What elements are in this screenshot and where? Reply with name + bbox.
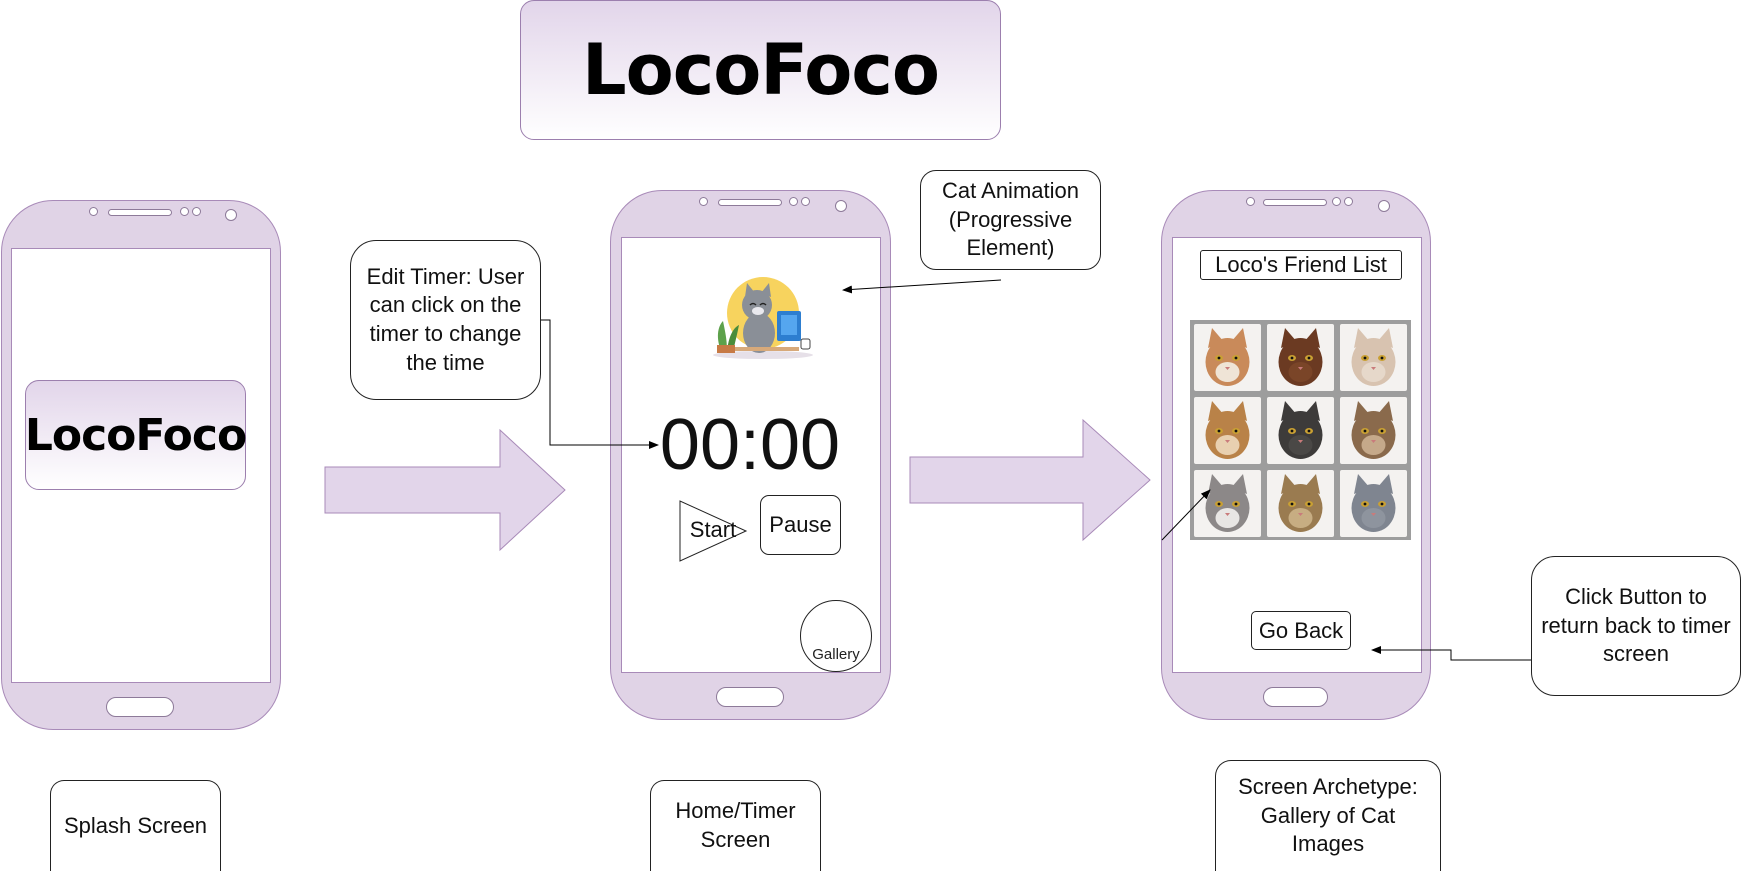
phone-sensor-dot — [801, 197, 810, 206]
cat-animation-connector — [842, 279, 1002, 294]
timer-screen-caption: Home/Timer Screen — [650, 780, 821, 871]
edit-timer-connector — [541, 319, 659, 449]
phone-home-button — [716, 687, 784, 707]
cat-photo-3[interactable] — [1340, 324, 1407, 391]
gallery-entry-connector — [1161, 489, 1211, 541]
cat-photo-4[interactable] — [1194, 397, 1261, 464]
click-button-connector — [1371, 646, 1531, 661]
phone-sensor-dot — [192, 207, 201, 216]
cat-animation-note: Cat Animation (Progressive Element) — [920, 170, 1101, 270]
phone-speaker — [718, 199, 782, 206]
phone-speaker — [1263, 199, 1327, 206]
cat-photo-1[interactable] — [1194, 324, 1261, 391]
phone-speaker — [108, 209, 172, 216]
phone-sensor-dot — [89, 207, 98, 216]
splash-logo-text: LocoFoco — [24, 409, 247, 461]
flow-arrow — [909, 418, 1151, 542]
phone-home-button — [1263, 687, 1328, 707]
app-title: LocoFoco — [582, 29, 940, 111]
cat-photo-6[interactable] — [1340, 397, 1407, 464]
flow-arrow — [324, 428, 566, 552]
click-button-note: Click Button to return back to timer scr… — [1531, 556, 1741, 696]
cat-photo-9[interactable] — [1340, 470, 1407, 537]
phone-camera — [1378, 200, 1390, 212]
go-back-button[interactable]: Go Back — [1251, 611, 1351, 650]
gallery-button-label: Gallery — [812, 646, 860, 663]
cat-photo-7[interactable] — [1194, 470, 1261, 537]
phone-camera — [835, 200, 847, 212]
phone-camera — [225, 209, 237, 221]
cat-photo-8[interactable] — [1267, 470, 1334, 537]
pause-button[interactable]: Pause — [760, 495, 841, 555]
phone-sensor-dot — [1332, 197, 1341, 206]
gallery-screen-caption: Screen Archetype: Gallery of Cat Images — [1215, 760, 1441, 871]
phone-sensor-dot — [1344, 197, 1353, 206]
phone-sensor-dot — [789, 197, 798, 206]
splash-logo: LocoFoco — [24, 380, 247, 490]
cat-animation-illustration — [713, 277, 813, 359]
start-button-shape[interactable] — [679, 500, 749, 562]
cat-photo-2[interactable] — [1267, 324, 1334, 391]
gallery-heading: Loco's Friend List — [1200, 250, 1402, 280]
phone-sensor-dot — [180, 207, 189, 216]
edit-timer-note: Edit Timer: User can click on the timer … — [350, 240, 541, 400]
phone-sensor-dot — [699, 197, 708, 206]
splash-screen-caption: Splash Screen — [50, 780, 221, 871]
start-button-label[interactable]: Start — [689, 517, 737, 542]
phone-sensor-dot — [1246, 197, 1255, 206]
app-title-banner: LocoFoco — [520, 0, 1001, 140]
cat-photo-5[interactable] — [1267, 397, 1334, 464]
timer-display[interactable]: 00:00 — [659, 405, 841, 485]
phone-home-button — [106, 697, 174, 717]
gallery-button[interactable]: Gallery — [800, 600, 872, 672]
cat-gallery-grid — [1190, 320, 1411, 540]
